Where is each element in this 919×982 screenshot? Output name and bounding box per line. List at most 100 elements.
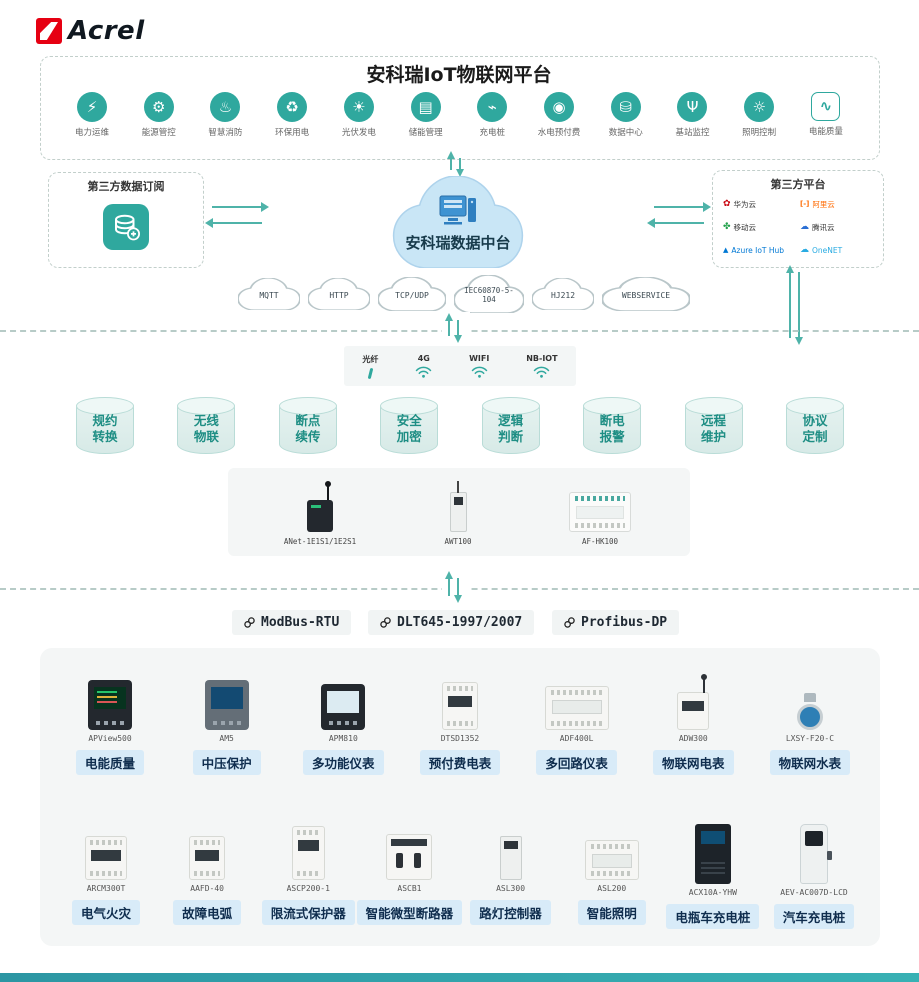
conn-4g: 4G xyxy=(415,354,432,378)
device-image-ascb1 xyxy=(386,822,433,880)
product-adw300: ADW300 物联网电表 xyxy=(639,672,747,775)
vendor-tencent-cloud: ☁ 腾讯云 xyxy=(800,222,835,233)
gateway-awt100: AWT100 xyxy=(416,474,500,546)
app-energy-mgmt: ⚙ 能源管控 xyxy=(129,92,189,138)
4g-signal-icon xyxy=(416,366,432,378)
category-tag: 电瓶车充电桩 xyxy=(666,904,760,929)
link-icon xyxy=(380,617,391,628)
category-tag: 智能微型断路器 xyxy=(356,900,463,925)
lighting-control-icon: ☼ xyxy=(744,92,775,122)
platform-apps-row: ⚡ 电力运维 ⚙ 能源管控 ♨ 智慧消防 ♻ 环保用电 ☀ 光伏发电 ▤ 储能管… xyxy=(62,92,856,138)
app-power-om: ⚡ 电力运维 xyxy=(62,92,122,138)
vendor-onenet: ☁ OneNET xyxy=(800,244,843,255)
conn-wifi: WIFI xyxy=(469,354,489,378)
updown-arrow-icon xyxy=(785,265,803,345)
gateway-anet: ANet-1E1S1/1E2S1 xyxy=(278,474,362,546)
server-icon xyxy=(439,195,476,225)
third-party-subscription-box: 第三方数据订阅 xyxy=(48,172,204,268)
conn-fiber: 光纤 xyxy=(362,354,378,379)
product-ascp200: ASCP200-1 限流式保护器 xyxy=(258,822,358,929)
fire-safety-icon: ♨ xyxy=(210,92,241,122)
device-image-arcm300t xyxy=(85,822,127,880)
gateway-af-hk100: AF-HK100 xyxy=(550,474,650,546)
power-quality-icon: ∿ xyxy=(811,92,841,121)
device-image-anet xyxy=(307,474,333,532)
vendor-huawei-cloud: ✿ 华为云 xyxy=(723,199,757,210)
acrel-logo: Acrel xyxy=(36,16,145,46)
category-tag: 多回路仪表 xyxy=(536,750,617,775)
app-solar-pv: ☀ 光伏发电 xyxy=(329,92,389,138)
product-lxsy-water-meter: LXSY-F20-C 物联网水表 xyxy=(756,672,864,775)
device-image-apview500 xyxy=(88,672,132,730)
updown-arrow-icon xyxy=(444,313,462,343)
app-lighting-control: ☼ 照明控制 xyxy=(729,92,789,138)
device-image-asl200 xyxy=(584,822,639,880)
product-arcm300t: ARCM300T 电气火灾 xyxy=(56,822,156,929)
app-ev-charging: ⌁ 充电桩 xyxy=(462,92,522,138)
vendor-grid: ✿ 华为云 [-] 阿里云 ✤ 移动云 ☁ 腾讯云 ▲ Azure IoT Hu… xyxy=(723,193,877,261)
device-image-acx10a xyxy=(694,822,731,884)
device-image-af-hk100 xyxy=(569,474,631,532)
acrel-logo-icon xyxy=(36,18,62,44)
app-fire-safety: ♨ 智慧消防 xyxy=(195,92,255,138)
device-image-apm810 xyxy=(321,672,366,730)
product-adf400l: ADF400L 多回路仪表 xyxy=(523,672,631,775)
function-wireless-iot: 无线物联 xyxy=(177,397,236,454)
product-acx10a: ACX10A-YHW 电瓶车充电桩 xyxy=(663,822,763,929)
product-asl200: ASL200 智能照明 xyxy=(562,822,662,929)
database-subscribe-icon xyxy=(103,204,149,250)
data-hub-label: 安科瑞数据中台 xyxy=(405,234,511,252)
product-am5: AM5 中压保护 xyxy=(173,672,281,775)
gateway-functions-row: 规约转换 无线物联 断点续传 安全加密 逻辑判断 断电报警 远程维护 协议定制 xyxy=(76,397,844,454)
protocol-cloud-hj212: HJ212 xyxy=(532,278,594,310)
app-base-station: Ψ 基站监控 xyxy=(662,92,722,138)
wifi-icon xyxy=(471,366,487,378)
device-image-awt100 xyxy=(449,474,467,532)
product-dtsd1352: DTSD1352 预付费电表 xyxy=(406,672,514,775)
bus-protocol-profibus-dp: Profibus-DP xyxy=(552,610,680,635)
function-remote-maintenance: 远程维护 xyxy=(684,397,743,454)
category-tag: 智能照明 xyxy=(577,900,646,925)
huawei-cloud-icon: ✿ xyxy=(723,199,731,210)
device-image-ascp200 xyxy=(291,822,325,880)
function-custom-protocol: 协议定制 xyxy=(785,397,844,454)
third-party-platform-title: 第三方平台 xyxy=(770,178,826,191)
product-apview500: APView500 电能质量 xyxy=(56,672,164,775)
arrow-right-icon xyxy=(654,202,711,212)
function-outage-alarm: 断电报警 xyxy=(583,397,642,454)
category-tag: 物联网水表 xyxy=(769,750,851,775)
solar-pv-icon: ☀ xyxy=(343,92,374,122)
protocol-cloud-tcpudp: TCP/UDP xyxy=(378,277,446,311)
category-tag: 物联网电表 xyxy=(653,750,734,775)
prepaid-utility-icon: ◉ xyxy=(544,92,575,122)
conn-nbiot: NB-IOT xyxy=(526,354,558,378)
app-power-quality: ∿ 电能质量 xyxy=(796,92,856,138)
vendor-azure-iot-hub: ▲ Azure IoT Hub xyxy=(723,245,785,255)
azure-iot-hub-icon: ▲ xyxy=(723,245,729,254)
category-tag: 中压保护 xyxy=(192,750,261,775)
device-image-lxsy xyxy=(796,672,824,730)
bus-protocol-dlt645: DLT645-1997/2007 xyxy=(368,610,535,635)
device-image-asl300 xyxy=(499,822,522,880)
updown-arrow-icon xyxy=(446,151,464,177)
gateway-devices-box: ANet-1E1S1/1E2S1 AWT100 AF-HK100 xyxy=(228,468,690,556)
app-data-center: ⛁ 数据中心 xyxy=(596,92,656,138)
device-image-aev xyxy=(799,822,832,884)
onenet-icon: ☁ xyxy=(800,244,809,255)
link-icon xyxy=(564,617,575,628)
base-station-icon: Ψ xyxy=(677,92,708,122)
vendor-ali-cloud: [-] 阿里云 xyxy=(800,200,835,210)
fiber-icon xyxy=(367,367,374,379)
protocol-clouds-row: MQTT HTTP TCP/UDP IEC60870-5-104 HJ212 W… xyxy=(238,274,690,314)
protocol-cloud-http: HTTP xyxy=(308,278,370,310)
protocol-cloud-mqtt: MQTT xyxy=(238,278,300,310)
category-tag: 限流式保护器 xyxy=(261,900,355,925)
device-image-dtsd1352 xyxy=(441,672,478,730)
device-image-aafd40 xyxy=(189,822,226,880)
ev-charging-icon: ⌁ xyxy=(477,92,508,122)
device-image-adw300 xyxy=(677,672,710,730)
function-encryption: 安全加密 xyxy=(380,397,439,454)
device-row-2: ARCM300T 电气火灾 AAFD-40 故障电弧 ASCP200-1 限流式… xyxy=(56,822,864,929)
category-tag: 路灯控制器 xyxy=(470,900,551,925)
